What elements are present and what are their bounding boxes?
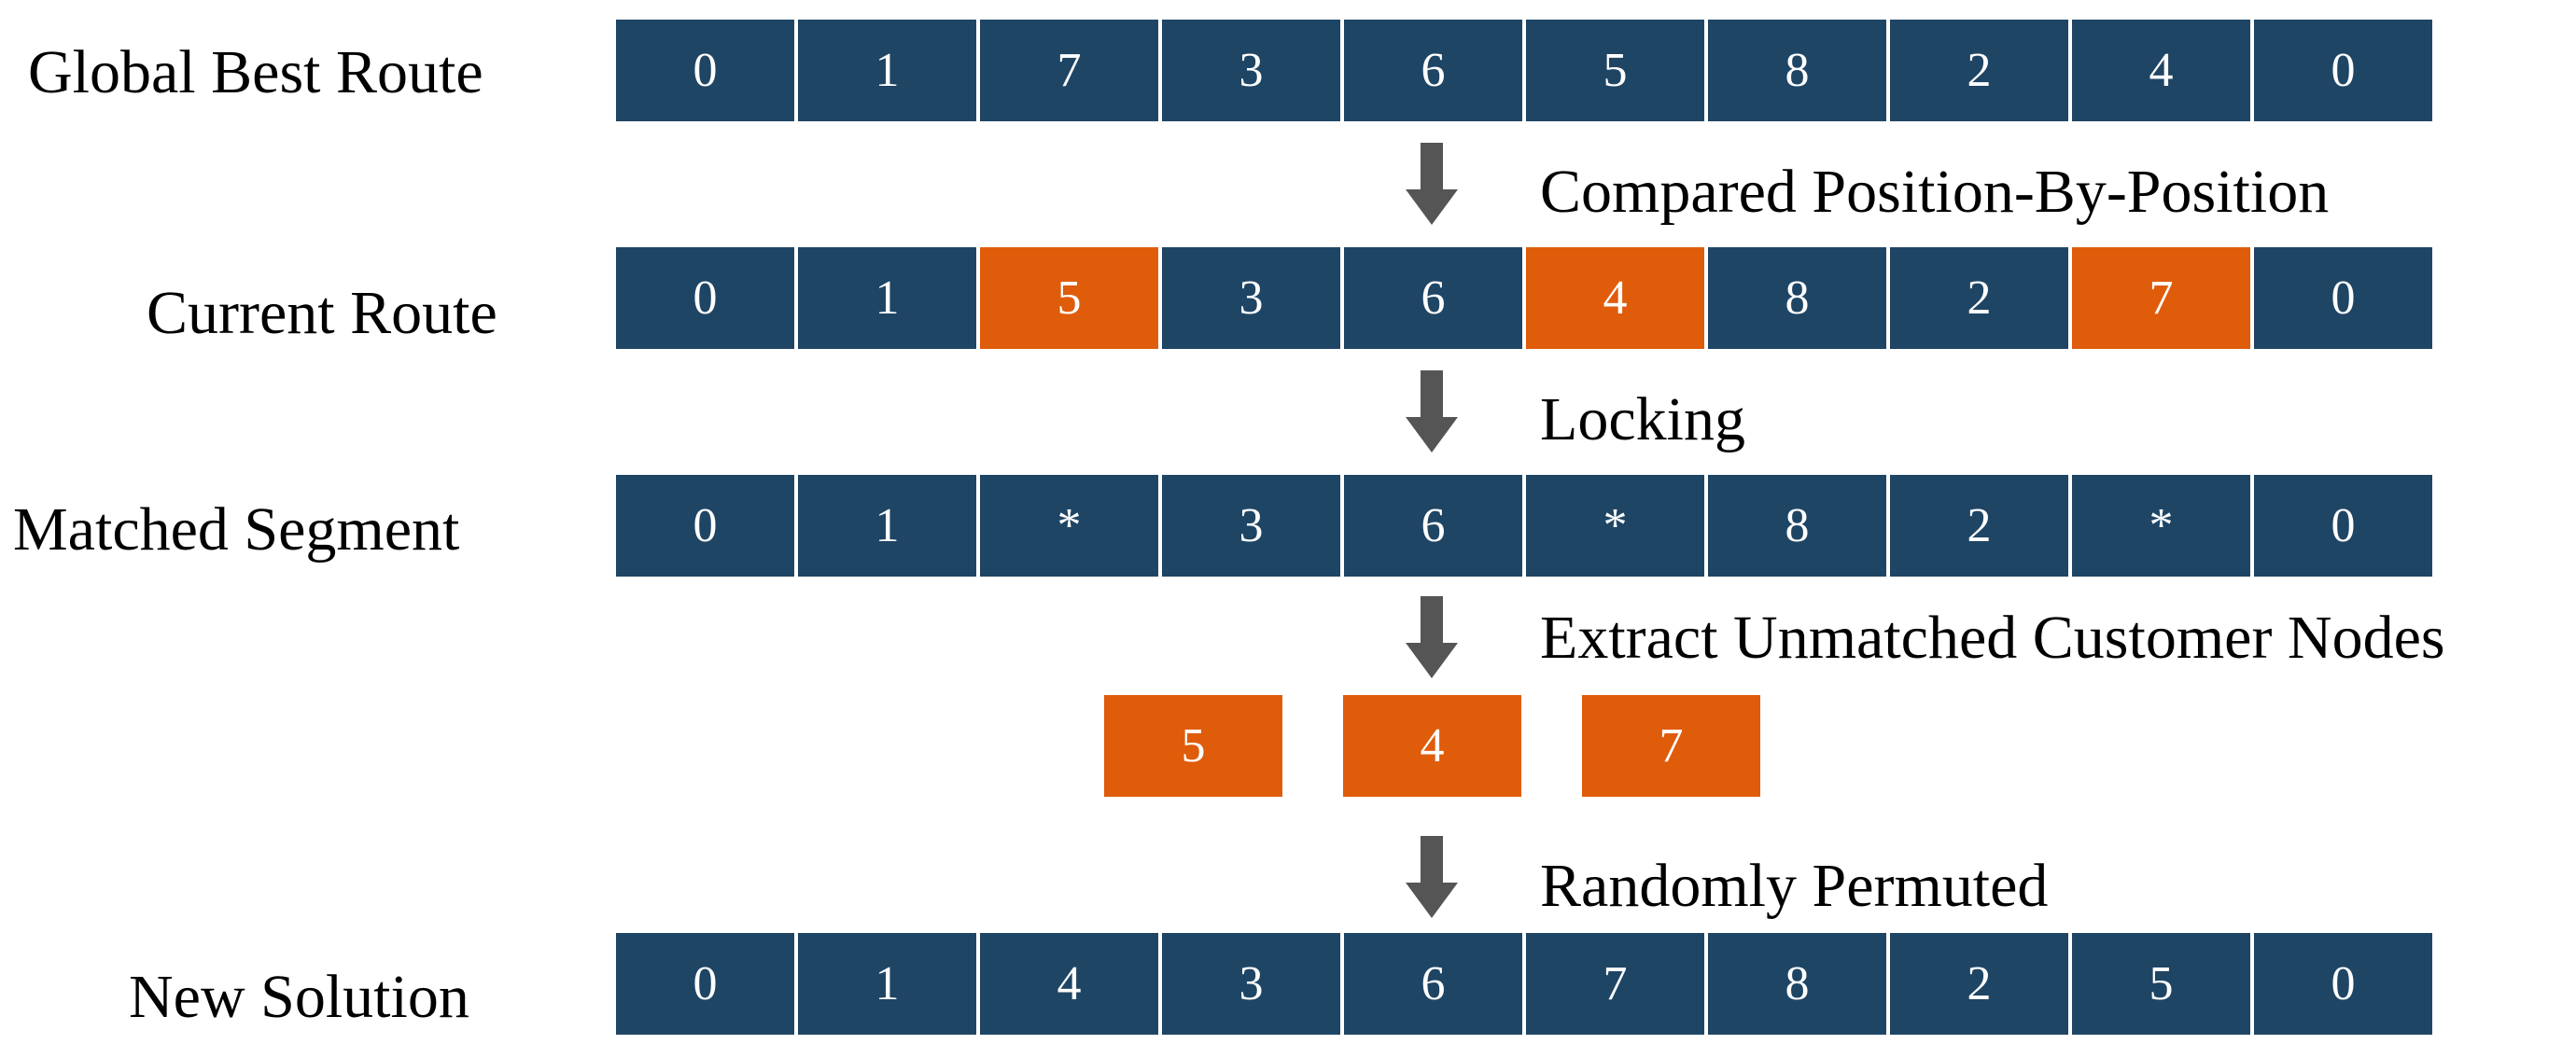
down-arrow-icon: [1406, 596, 1458, 678]
down-arrow-icon: [1406, 836, 1458, 918]
route-cell: 4: [2072, 20, 2250, 121]
route-cell: 5: [2072, 933, 2250, 1035]
route-cell: 0: [2254, 247, 2432, 349]
row-label-current-route: Current Route: [147, 279, 497, 347]
route-cell: 6: [1344, 247, 1522, 349]
route-cell: 8: [1708, 933, 1886, 1035]
route-cell: 7: [980, 20, 1158, 121]
route-cell: 1: [798, 247, 976, 349]
route-cell: 8: [1708, 475, 1886, 577]
down-arrow-icon: [1406, 143, 1458, 225]
route-cell: 0: [616, 247, 794, 349]
row-label-global-best-route: Global Best Route: [28, 38, 483, 106]
route-cell: 3: [1162, 933, 1340, 1035]
route-cell: 0: [616, 20, 794, 121]
route-cell: 1: [798, 475, 976, 577]
down-arrow-icon: [1406, 370, 1458, 452]
route-cell: 1: [798, 933, 976, 1035]
extracted-node-cell: 7: [1582, 695, 1760, 797]
route-cell: 5: [980, 247, 1158, 349]
extracted-node-cell: 5: [1104, 695, 1282, 797]
step-label-compare: Compared Position-By-Position: [1540, 158, 2330, 226]
route-cell: 3: [1162, 475, 1340, 577]
route-cell: *: [1526, 475, 1704, 577]
route-cell: 8: [1708, 20, 1886, 121]
route-cell: 8: [1708, 247, 1886, 349]
route-cell: 0: [2254, 475, 2432, 577]
route-cell: 0: [616, 475, 794, 577]
route-cell: 5: [1526, 20, 1704, 121]
route-cell: 2: [1890, 247, 2068, 349]
extracted-node-cell: 4: [1343, 695, 1521, 797]
route-cell: 0: [2254, 933, 2432, 1035]
route-cell: 3: [1162, 20, 1340, 121]
route-cell: 7: [1526, 933, 1704, 1035]
row-label-matched-segment: Matched Segment: [13, 495, 460, 564]
route-cell: 2: [1890, 475, 2068, 577]
route-cell: 6: [1344, 475, 1522, 577]
route-cell: 2: [1890, 933, 2068, 1035]
route-cell: 3: [1162, 247, 1340, 349]
step-label-locking: Locking: [1540, 385, 1745, 453]
route-cell: 4: [980, 933, 1158, 1035]
step-label-permute: Randomly Permuted: [1540, 852, 2049, 920]
route-cell: 0: [2254, 20, 2432, 121]
step-label-extract: Extract Unmatched Customer Nodes: [1540, 604, 2445, 672]
route-cell: 2: [1890, 20, 2068, 121]
route-cell: 6: [1344, 20, 1522, 121]
route-cell: 6: [1344, 933, 1522, 1035]
route-cell: 1: [798, 20, 976, 121]
route-cell: 7: [2072, 247, 2250, 349]
route-cell: 0: [616, 933, 794, 1035]
route-cell: *: [980, 475, 1158, 577]
route-cell: *: [2072, 475, 2250, 577]
route-cell: 4: [1526, 247, 1704, 349]
row-label-new-solution: New Solution: [129, 963, 469, 1031]
